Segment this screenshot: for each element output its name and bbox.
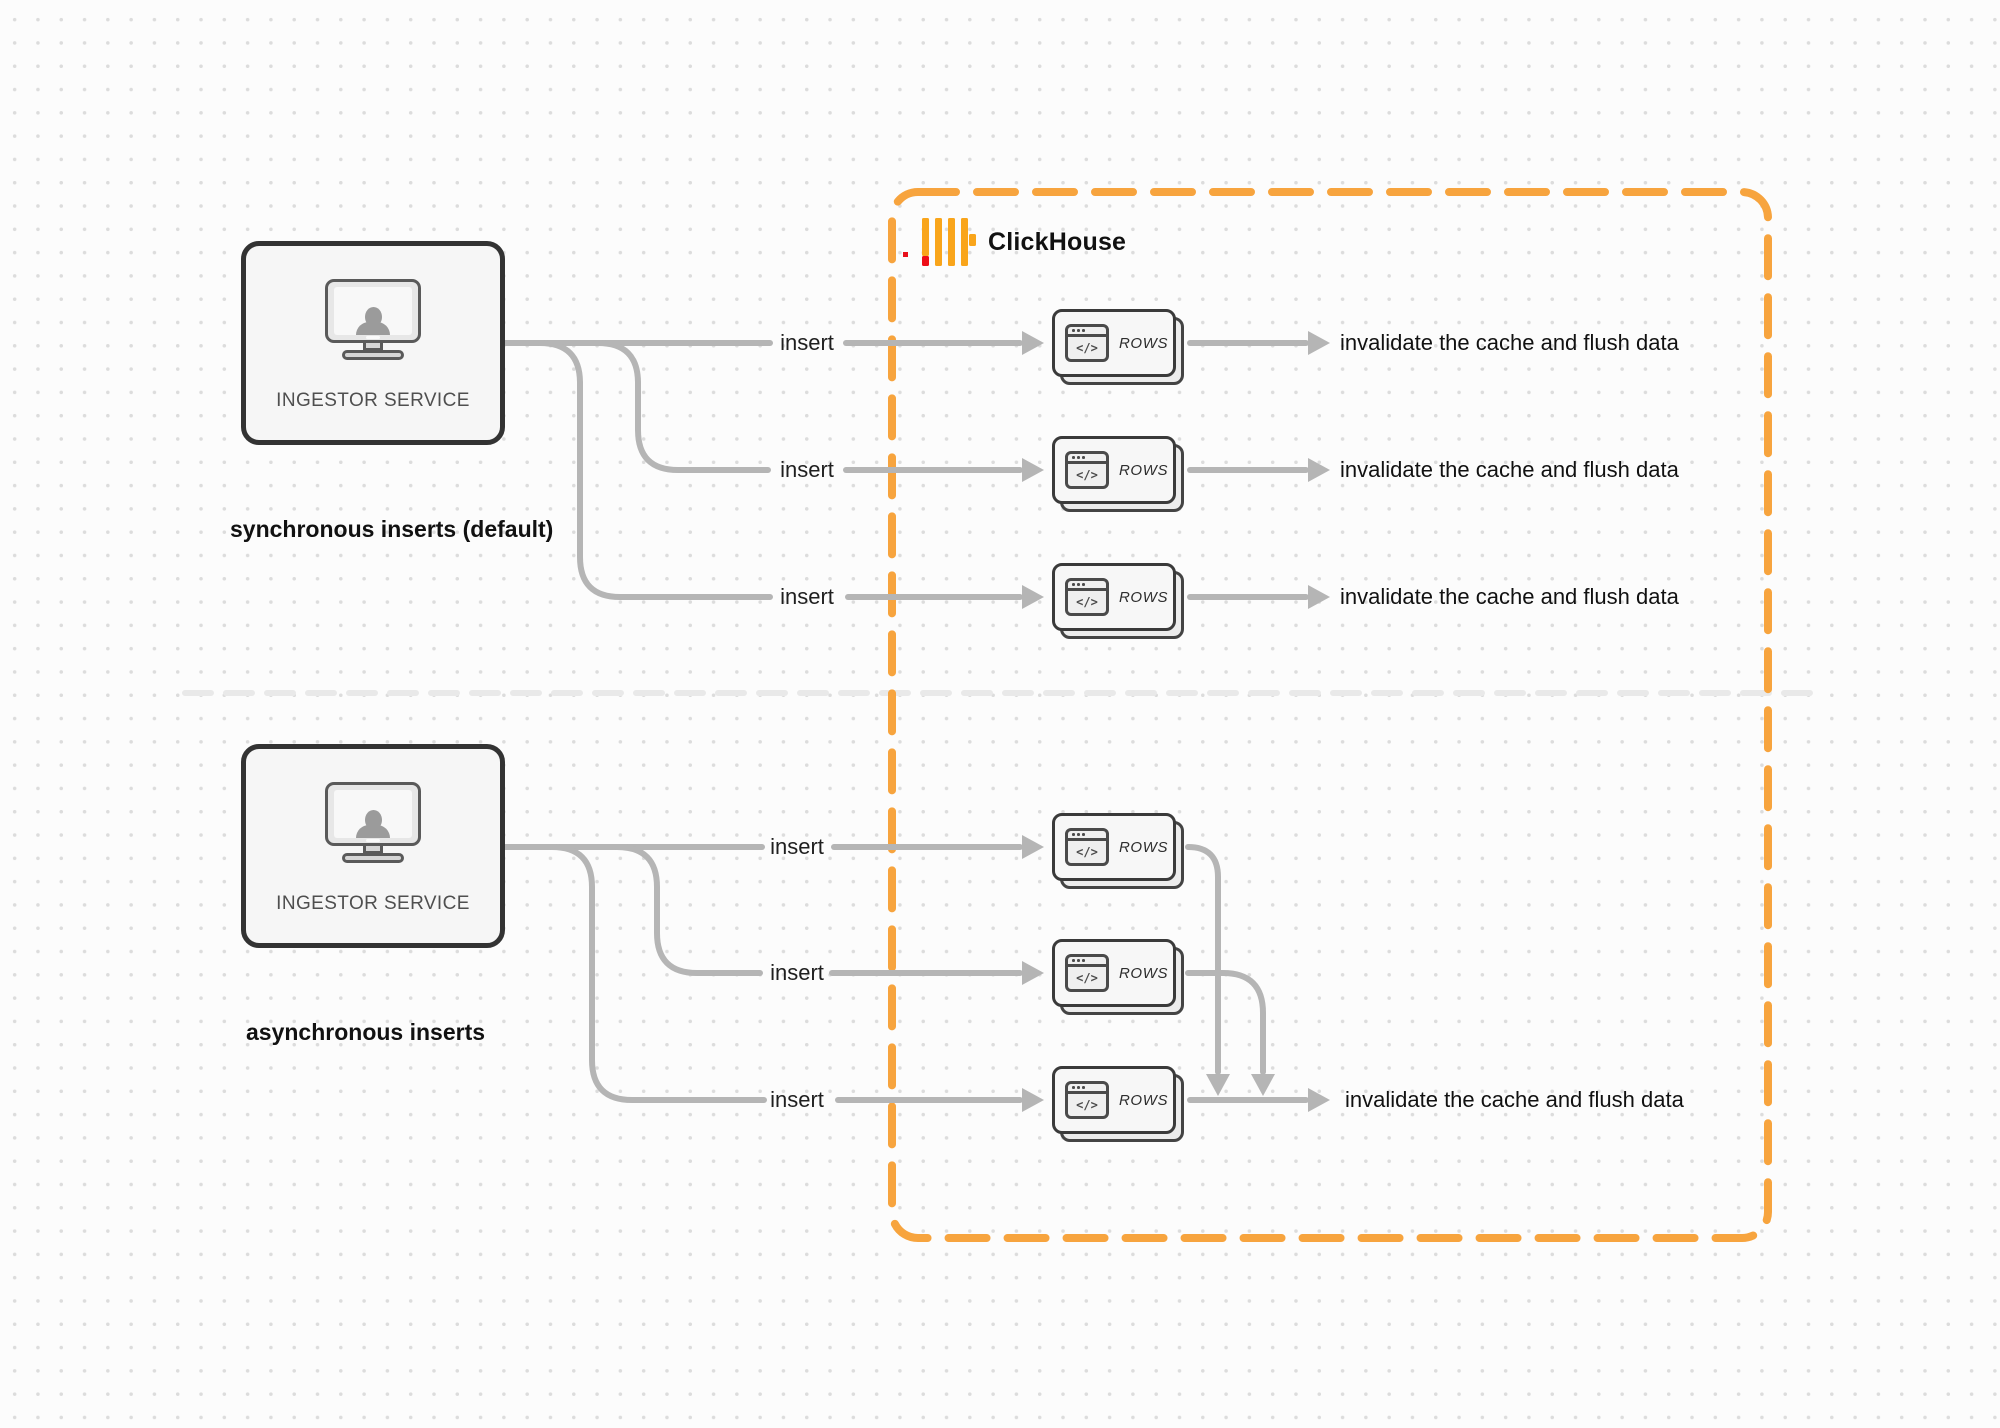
async-caption: asynchronous inserts xyxy=(246,1019,486,1045)
red-dot-artifact xyxy=(903,252,908,257)
code-window-icon: </> xyxy=(1065,1081,1109,1119)
rows-node: </> ROWS xyxy=(1052,309,1184,385)
output-label: invalidate the cache and flush data xyxy=(1345,1087,1684,1112)
sync-caption: synchronous inserts (default) xyxy=(230,516,554,542)
code-window-icon: </> xyxy=(1065,324,1109,362)
insert-label: insert xyxy=(780,457,834,482)
rows-card: </> ROWS xyxy=(1052,309,1176,377)
output-label: invalidate the cache and flush data xyxy=(1340,330,1679,355)
rows-node: </> ROWS xyxy=(1052,939,1184,1015)
rows-card: </> ROWS xyxy=(1052,813,1176,881)
clickhouse-boundary xyxy=(888,188,1772,1242)
rows-card: </> ROWS xyxy=(1052,436,1176,504)
rows-label: ROWS xyxy=(1119,964,1169,982)
ingestor-service-box-sync: INGESTOR SERVICE xyxy=(241,241,505,445)
rows-node: </> ROWS xyxy=(1052,563,1184,639)
rows-label: ROWS xyxy=(1119,838,1169,856)
output-label: invalidate the cache and flush data xyxy=(1340,457,1679,482)
async-arrowheads xyxy=(1022,835,1330,1112)
sync-connectors xyxy=(502,340,1309,600)
rows-label: ROWS xyxy=(1119,334,1169,352)
rows-label: ROWS xyxy=(1119,588,1169,606)
insert-label: insert xyxy=(770,960,824,985)
code-window-icon: </> xyxy=(1065,828,1109,866)
insert-label: insert xyxy=(780,584,834,609)
rows-label: ROWS xyxy=(1119,461,1169,479)
rows-card: </> ROWS xyxy=(1052,1066,1176,1134)
output-label: invalidate the cache and flush data xyxy=(1340,584,1679,609)
clickhouse-logo-icon xyxy=(922,218,978,266)
rows-node: </> ROWS xyxy=(1052,813,1184,889)
sync-arrowheads xyxy=(1022,331,1330,609)
clickhouse-label: ClickHouse xyxy=(988,228,1127,256)
rows-label: ROWS xyxy=(1119,1091,1169,1109)
insert-label: insert xyxy=(780,330,834,355)
ingestor-service-box-async: INGESTOR SERVICE xyxy=(241,744,505,948)
ingestor-label: INGESTOR SERVICE xyxy=(276,390,470,411)
rows-node: </> ROWS xyxy=(1052,436,1184,512)
monitor-user-icon xyxy=(325,279,421,360)
insert-label: insert xyxy=(770,1087,824,1112)
rows-card: </> ROWS xyxy=(1052,939,1176,1007)
code-window-icon: </> xyxy=(1065,451,1109,489)
rows-card: </> ROWS xyxy=(1052,563,1176,631)
monitor-user-icon xyxy=(325,782,421,863)
rows-node: </> ROWS xyxy=(1052,1066,1184,1142)
code-window-icon: </> xyxy=(1065,954,1109,992)
code-window-icon: </> xyxy=(1065,578,1109,616)
ingestor-label: INGESTOR SERVICE xyxy=(276,893,470,914)
insert-label: insert xyxy=(770,834,824,859)
async-connectors xyxy=(502,844,1309,1103)
